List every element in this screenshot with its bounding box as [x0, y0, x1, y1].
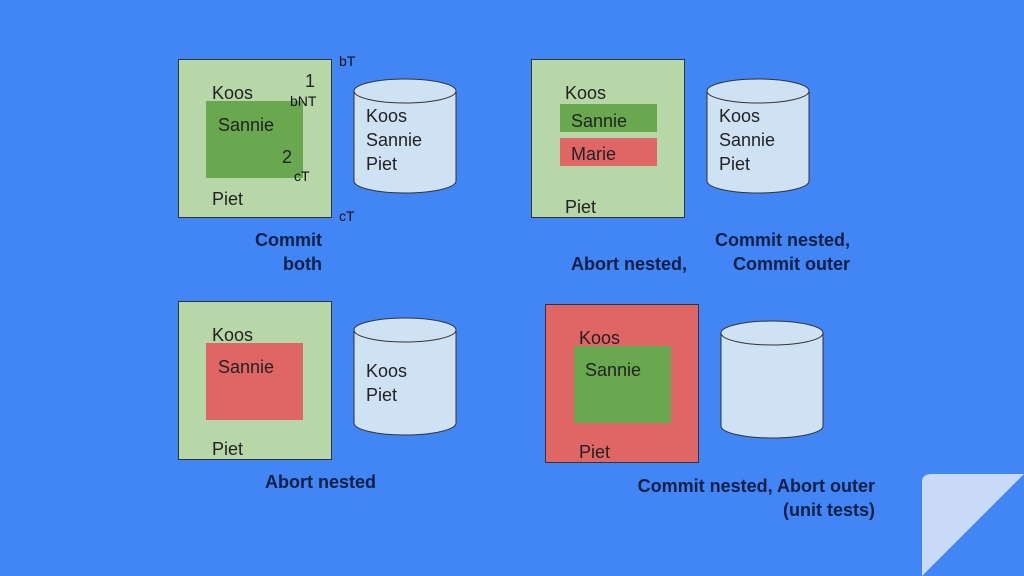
panel1-sannie-label: Sannie	[218, 115, 275, 135]
panel1-ct-outer-label: cT	[339, 208, 355, 224]
panel2-committed-nested	[560, 104, 657, 132]
panel4-caption-line2: (unit tests)	[783, 499, 875, 520]
page-curl-decoration	[922, 474, 1024, 576]
panel4-database-cylinder	[720, 320, 824, 439]
panel1-database-cylinder	[353, 78, 457, 194]
panel2-piet-label: Piet	[565, 197, 597, 217]
panel3-sannie-label: Sannie	[218, 357, 275, 377]
panel2-aborted-nested	[560, 138, 657, 166]
panel2-caption-left: Abort nested,	[571, 254, 688, 274]
panel4-piet-label: Piet	[579, 442, 611, 462]
panel2-caption-right: Commit outer	[733, 254, 850, 274]
panel1-bt-label: bT	[339, 53, 356, 69]
panel2-database-contents: Koos Sannie Piet	[719, 106, 776, 174]
panel1-one-label: 1	[305, 71, 316, 91]
panel4-sannie-label: Sannie	[585, 360, 642, 380]
panel1-bnt-label: bNT	[290, 93, 317, 109]
panel4-caption: Commit nested, Abort outer (unit tests)	[560, 475, 875, 523]
panel1-koos-label: Koos	[212, 83, 254, 103]
panel3-database-contents: Koos Piet	[366, 361, 408, 405]
panel1-caption: Commit both	[230, 229, 322, 277]
panel2-database-cylinder	[706, 78, 810, 194]
panel1-caption-line2: both	[283, 253, 322, 274]
panel4-committed-nested	[574, 346, 671, 423]
panel3-koos-label: Koos	[212, 325, 254, 345]
panel3-aborted-nested	[206, 343, 303, 420]
panel2-marie-label: Marie	[571, 144, 617, 164]
panel1-two-label: 2	[282, 147, 293, 167]
panel4-caption-line1: Commit nested, Abort outer	[637, 476, 875, 496]
panel2-caption-line1: Commit nested,	[714, 230, 850, 250]
panel1-ct-inner-label: cT	[294, 168, 310, 184]
panel1-piet-label: Piet	[212, 189, 244, 209]
panel1-caption-line1: Commit	[255, 230, 322, 250]
panel4-koos-label: Koos	[579, 328, 621, 348]
panel3-caption: Abort nested	[265, 472, 377, 492]
panel1-nested-transaction	[206, 101, 303, 178]
panel3-database-cylinder	[353, 317, 457, 436]
panel2-koos-label: Koos	[565, 83, 607, 103]
panel3-piet-label: Piet	[212, 439, 244, 459]
panel1-database-contents: Koos Sannie Piet	[366, 106, 423, 174]
panel2-sannie-label: Sannie	[571, 111, 628, 131]
